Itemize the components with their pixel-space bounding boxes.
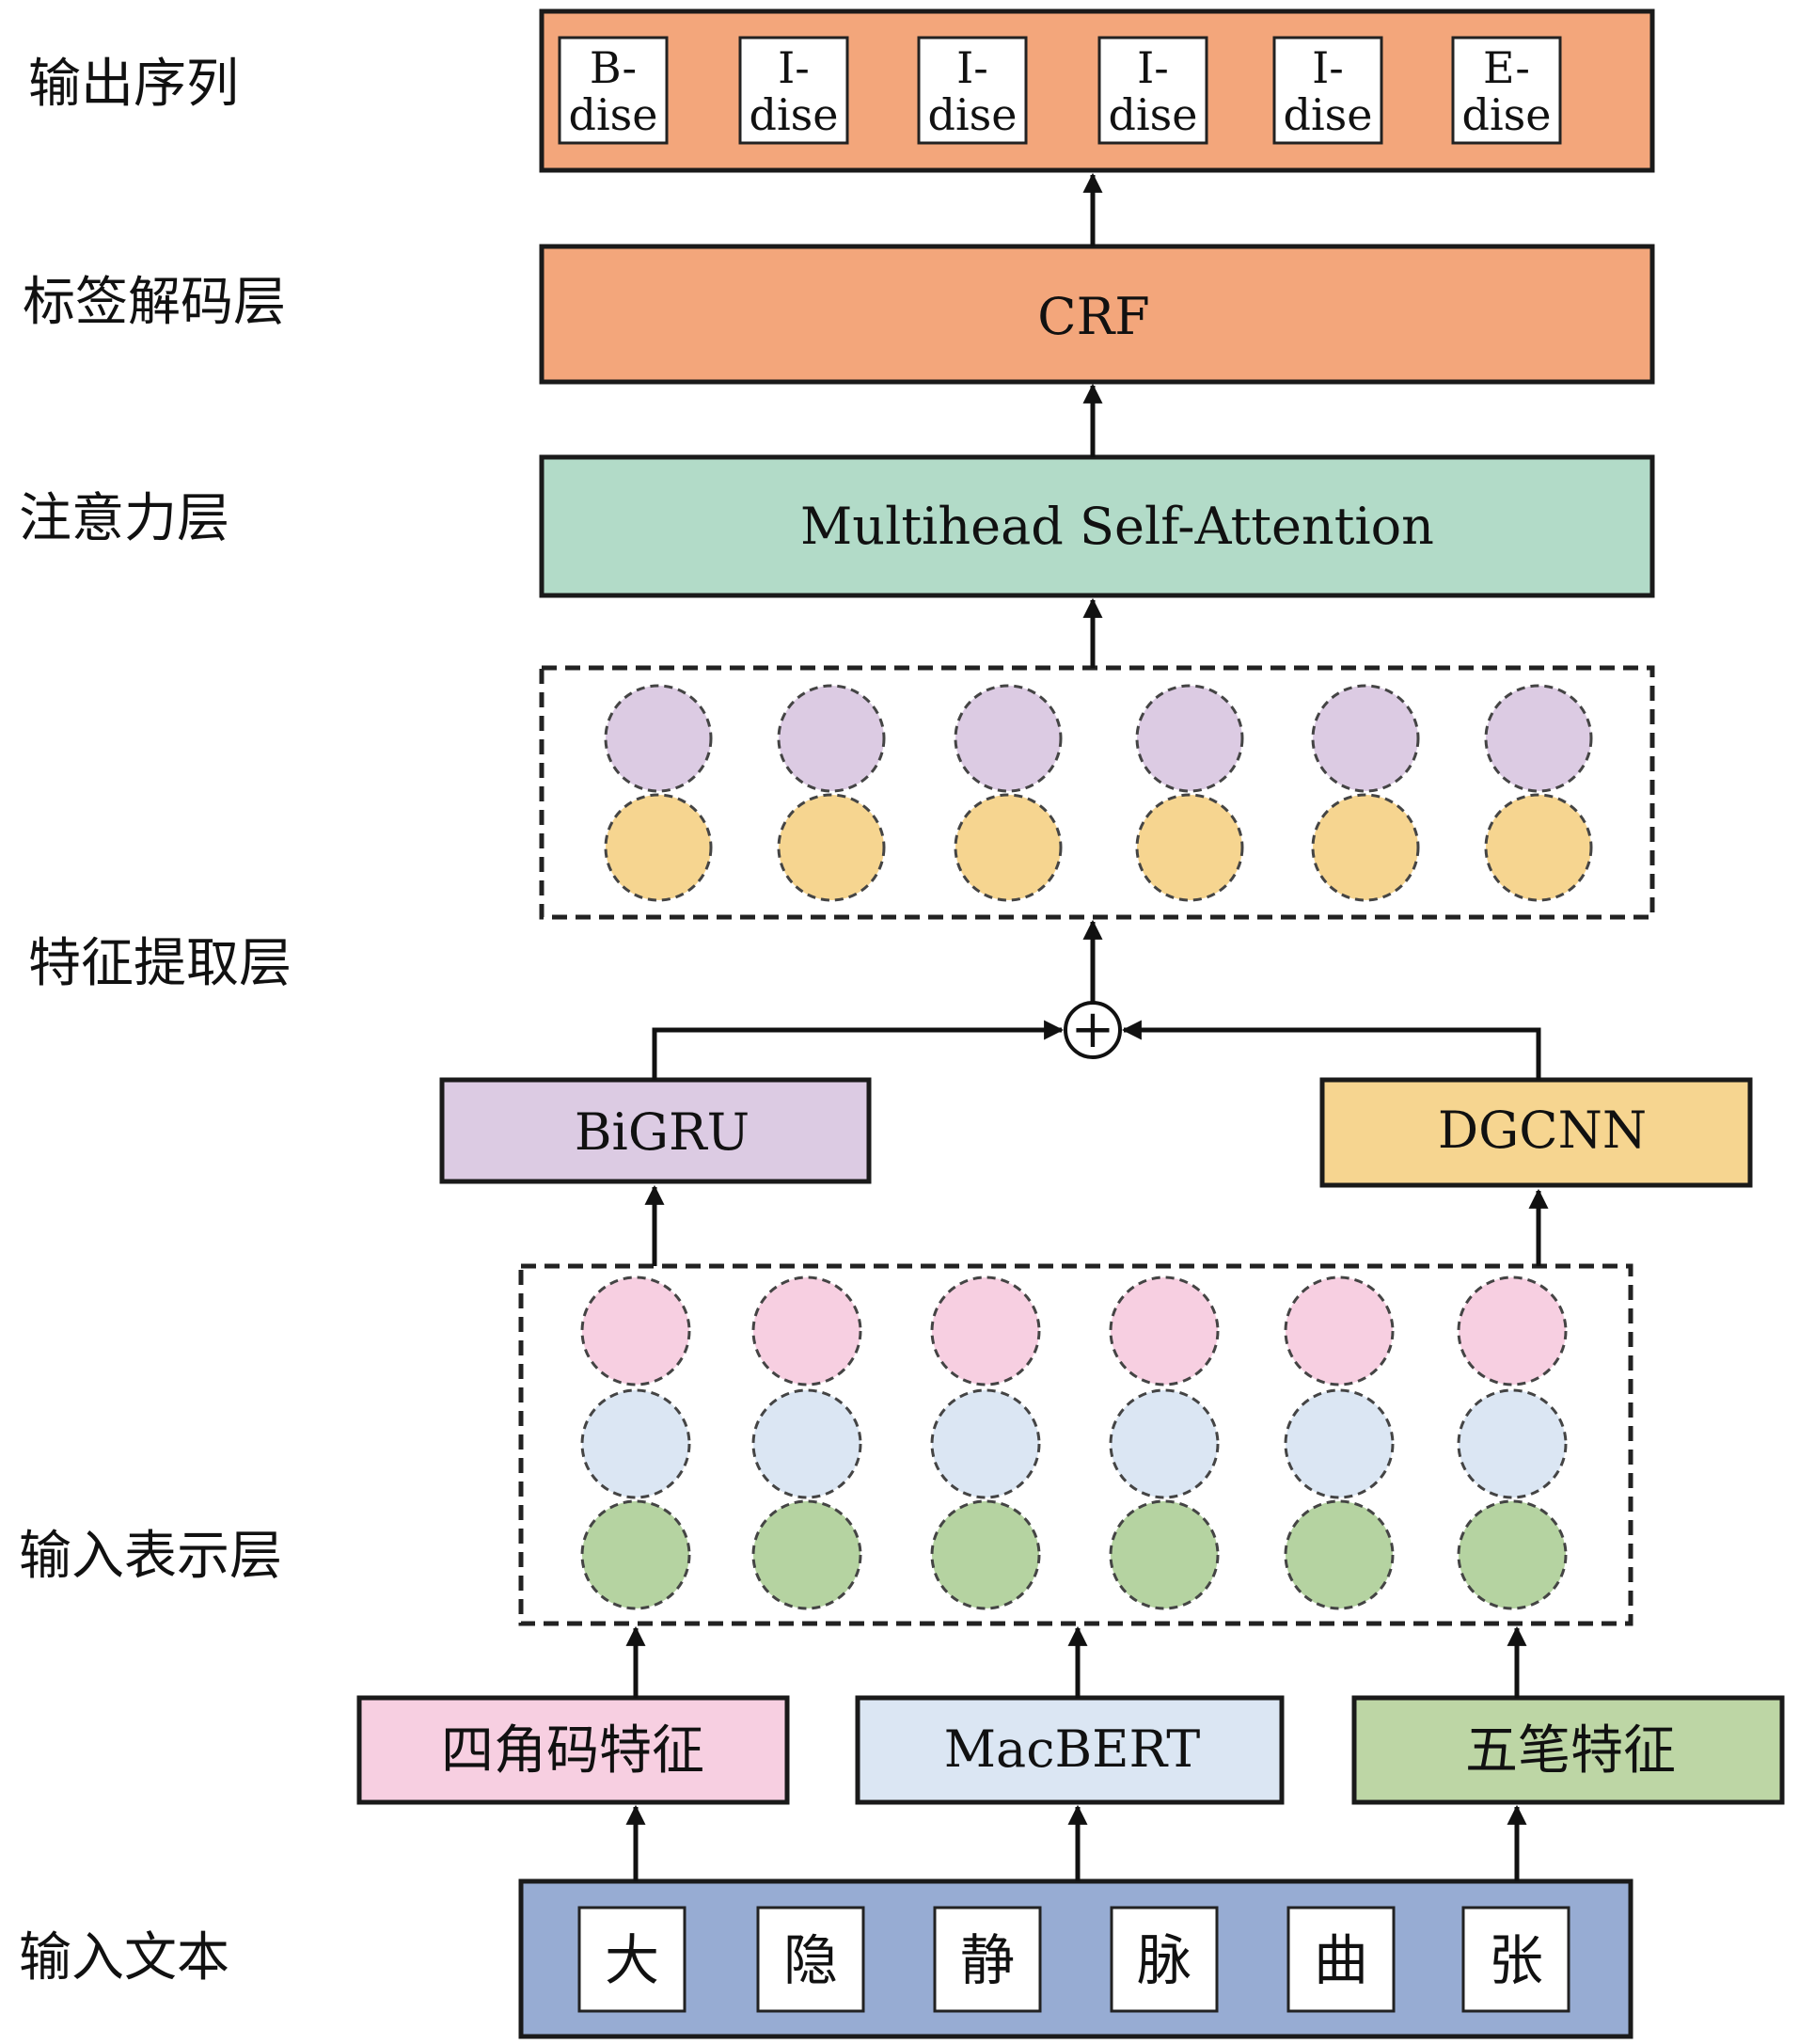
- output-tag-box: [1272, 36, 1383, 145]
- output-tag-prefix: I-: [778, 42, 810, 93]
- bigru-feature-circle: [1135, 684, 1244, 793]
- input-char-box: [577, 1906, 686, 2013]
- input-char-box: [933, 1906, 1042, 2013]
- input-char-box: [1110, 1906, 1219, 2013]
- wubi-embedding-circle: [1284, 1499, 1395, 1610]
- bigru-feature-circle: [604, 684, 713, 793]
- bigru-feature-circle: [954, 684, 1063, 793]
- output-tag-entity: dise: [750, 89, 839, 140]
- dgcnn-feature-circle: [604, 793, 713, 902]
- macbert-embedding-circle: [930, 1388, 1041, 1499]
- label-feature-extraction-layer: 特征提取层: [28, 933, 292, 994]
- attention-label: Multihead Self-Attention: [800, 497, 1434, 556]
- dgcnn-feature-circle: [1484, 793, 1593, 902]
- output-tag-entity: dise: [569, 89, 658, 140]
- four-corner-embedding-circle: [1109, 1276, 1220, 1386]
- input-char: 张: [1489, 1928, 1543, 1992]
- arrow-dgcnn-to-plus: [1121, 1020, 1541, 1080]
- input-char-box: [756, 1906, 865, 2013]
- macbert-embedding-circle: [1109, 1388, 1220, 1499]
- attention-box: [539, 454, 1655, 598]
- output-tag-entity: dise: [1462, 89, 1552, 140]
- bigru-label: BiGRU: [575, 1102, 750, 1162]
- label-output-sequence: 输出序列: [28, 54, 239, 115]
- input-representation-circles: [580, 1276, 1568, 1610]
- dgcnn-label: DGCNN: [1438, 1101, 1647, 1160]
- four-corner-feature-box: [356, 1695, 790, 1805]
- plus-symbol: +: [1071, 999, 1115, 1060]
- input-char: 脉: [1137, 1928, 1191, 1992]
- dgcnn-box: [1319, 1077, 1753, 1188]
- wubi-feature-label: 五笔特征: [1465, 1720, 1676, 1782]
- dgcnn-feature-circle: [777, 793, 886, 902]
- output-tag-box: [738, 36, 849, 145]
- dgcnn-feature-circle: [1311, 793, 1420, 902]
- arrow-bigru-to-plus: [652, 1020, 1065, 1080]
- macbert-embedding-circle: [751, 1388, 862, 1499]
- wubi-embedding-circle: [751, 1499, 862, 1610]
- output-tag-prefix: I-: [1137, 42, 1169, 93]
- bigru-feature-circle: [1311, 684, 1420, 793]
- output-tag-prefix: B-: [590, 42, 637, 93]
- four-corner-embedding-circle: [930, 1276, 1041, 1386]
- dgcnn-feature-circle: [954, 793, 1063, 902]
- output-tag-box: [1451, 36, 1562, 145]
- input-characters: 大隐静脉曲张: [577, 1906, 1570, 2013]
- four-corner-embedding-circle: [580, 1276, 691, 1386]
- input-char: 静: [960, 1928, 1015, 1992]
- connection-arrows: [625, 172, 1549, 1881]
- output-tag-entity: dise: [1284, 89, 1373, 140]
- output-tag-box: [917, 36, 1028, 145]
- label-attention-layer: 注意力层: [19, 488, 229, 549]
- four-corner-embedding-circle: [1457, 1276, 1568, 1386]
- wubi-embedding-circle: [580, 1499, 691, 1610]
- wubi-embedding-circle: [1457, 1499, 1568, 1610]
- output-tag-entity: dise: [1109, 89, 1198, 140]
- crf-label: CRF: [1037, 287, 1149, 346]
- input-char-box: [1461, 1906, 1570, 2013]
- wubi-feature-box: [1351, 1695, 1785, 1805]
- bigru-box: [439, 1077, 872, 1184]
- input-char: 曲: [1314, 1928, 1368, 1992]
- input-char: 大: [605, 1928, 659, 1992]
- label-input-text: 输入文本: [19, 1927, 229, 1989]
- macbert-embedding-circle: [1284, 1388, 1395, 1499]
- input-representation-container: [518, 1263, 1633, 1626]
- output-tag-entity: dise: [928, 89, 1018, 140]
- wubi-embedding-circle: [930, 1499, 1041, 1610]
- label-input-representation-layer: 输入表示层: [19, 1526, 282, 1587]
- macbert-embedding-circle: [580, 1388, 691, 1499]
- output-tag-box: [1097, 36, 1208, 145]
- fused-feature-container: [539, 665, 1655, 920]
- four-corner-embedding-circle: [751, 1276, 862, 1386]
- output-tag-prefix: E-: [1483, 42, 1530, 93]
- label-tag-decoding-layer: 标签解码层: [23, 272, 286, 333]
- fused-feature-circles: [604, 684, 1593, 902]
- input-char: 隐: [783, 1928, 838, 1992]
- output-tag-prefix: I-: [1312, 42, 1344, 93]
- four-corner-embedding-circle: [1284, 1276, 1395, 1386]
- macbert-label: MacBERT: [944, 1719, 1201, 1779]
- macbert-embedding-circle: [1457, 1388, 1568, 1499]
- bigru-feature-circle: [777, 684, 886, 793]
- bigru-feature-circle: [1484, 684, 1593, 793]
- dgcnn-feature-circle: [1135, 793, 1244, 902]
- macbert-box: [855, 1695, 1285, 1805]
- output-tag-prefix: I-: [956, 42, 988, 93]
- output-tag-box: [558, 36, 669, 145]
- input-char-box: [1286, 1906, 1396, 2013]
- wubi-embedding-circle: [1109, 1499, 1220, 1610]
- four-corner-feature-label: 四角码特征: [441, 1720, 704, 1782]
- crf-box: [539, 244, 1655, 385]
